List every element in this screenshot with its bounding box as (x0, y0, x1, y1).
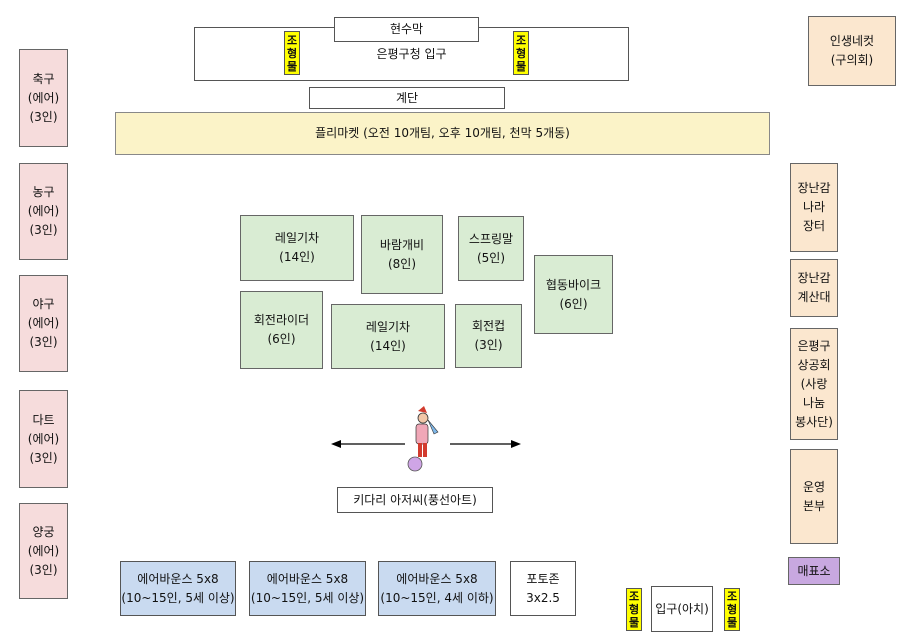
statue-right-label: 조 형 물 (515, 33, 527, 73)
arrow-right-icon (450, 440, 521, 448)
stairs: 계단 (309, 87, 505, 109)
photo-zone: 포토존 3x2.5 (510, 561, 576, 616)
flea-market-label: 플리마켓 (오전 10개팀, 오후 10개팀, 천막 5개동) (315, 126, 570, 140)
booth-darts-label: 다트 (에어) (3인) (27, 412, 60, 465)
entrance-label: 은평구청 입구 (376, 46, 447, 61)
ride-teacup: 회전컵 (3인) (455, 304, 522, 368)
booth-toy-market-label: 장난감 나라 장터 (797, 181, 831, 233)
gate-statue-right-label: 조 형 물 (726, 590, 738, 629)
photo-zone-label: 포토존 3x2.5 (526, 571, 560, 605)
booth-soccer-label: 축구 (에어) (3인) (27, 71, 60, 124)
ride-pinwheel-label: 바람개비 (8인) (379, 237, 425, 271)
ride-spring-horse: 스프링말 (5인) (458, 216, 524, 281)
ride-coop-bike: 협동바이크 (6인) (534, 255, 613, 334)
air-bounce-2-label: 에어바운스 5x8 (10~15인, 5세 이상) (250, 571, 365, 605)
stairs-label: 계단 (395, 90, 419, 105)
clown-icon (407, 406, 439, 472)
air-bounce-1: 에어바운스 5x8 (10~15인, 5세 이상) (120, 561, 236, 616)
entrance-arch: 입구(아치) (651, 586, 713, 632)
booth-darts: 다트 (에어) (3인) (19, 390, 68, 488)
air-bounce-2: 에어바운스 5x8 (10~15인, 5세 이상) (249, 561, 366, 616)
ride-teacup-label: 회전컵 (3인) (471, 319, 506, 352)
booth-operations-label: 운영 본부 (802, 479, 826, 513)
gate-statue-left-label: 조 형 물 (628, 590, 640, 629)
statue-right: 조 형 물 (513, 31, 529, 75)
ride-rail-train-2: 레일기차 (14인) (331, 304, 445, 369)
booth-baseball-label: 야구 (에어) (3인) (27, 297, 60, 349)
booth-toy-market: 장난감 나라 장터 (790, 163, 838, 252)
booth-soccer: 축구 (에어) (3인) (19, 49, 68, 147)
ride-rail-train-1-label: 레일기차 (14인) (274, 231, 320, 264)
gate-statue-right: 조 형 물 (724, 588, 740, 631)
booth-toy-checkout-label: 장난감 계산대 (797, 271, 831, 304)
arrow-left-icon (331, 440, 405, 448)
booth-basketball: 농구 (에어) (3인) (19, 163, 68, 260)
air-bounce-1-label: 에어바운스 5x8 (10~15인, 5세 이상) (121, 571, 235, 605)
statue-left: 조 형 물 (284, 31, 300, 75)
ride-coop-bike-label: 협동바이크 (6인) (545, 277, 602, 311)
ride-rail-train-2-label: 레일기차 (14인) (365, 319, 411, 353)
air-bounce-3: 에어바운스 5x8 (10~15인, 4세 이하) (378, 561, 496, 616)
booth-toy-checkout: 장난감 계산대 (790, 259, 838, 317)
statue-left-label: 조 형 물 (286, 33, 298, 73)
booth-photo-4cut: 인생네컷 (구의회) (808, 16, 896, 86)
booth-baseball: 야구 (에어) (3인) (19, 275, 68, 372)
booth-photo-4cut-label: 인생네컷 (구의회) (829, 34, 875, 67)
air-bounce-3-label: 에어바운스 5x8 (10~15인, 4세 이하) (380, 571, 494, 605)
ride-rotating-rider-label: 회전라이더 (6인) (253, 313, 310, 346)
entrance-arch-label: 입구(아치) (655, 601, 709, 616)
booth-archery: 양궁 (에어) (3인) (19, 503, 68, 599)
booth-archery-label: 양궁 (에어) (3인) (27, 524, 60, 577)
banner: 현수막 (334, 17, 479, 42)
ride-spring-horse-label: 스프링말 (5인) (468, 231, 514, 265)
ride-rail-train-1: 레일기차 (14인) (240, 215, 354, 281)
booth-operations-hq: 운영 본부 (790, 449, 838, 544)
booth-basketball-label: 농구 (에어) (3인) (27, 185, 60, 237)
booth-chamber-of-commerce: 은평구 상공회 (사랑 나눔 봉사단) (790, 328, 838, 440)
stilt-man-label: 키다리 아저씨(풍선아트) (353, 492, 477, 507)
booth-chamber-label: 은평구 상공회 (사랑 나눔 봉사단) (795, 338, 833, 429)
stilt-man-booth: 키다리 아저씨(풍선아트) (337, 487, 493, 513)
gate-statue-left: 조 형 물 (626, 588, 642, 631)
banner-label: 현수막 (389, 22, 424, 36)
flea-market: 플리마켓 (오전 10개팀, 오후 10개팀, 천막 5개동) (115, 112, 770, 155)
booth-ticket-label: 매표소 (797, 563, 831, 578)
ride-pinwheel: 바람개비 (8인) (361, 215, 443, 294)
ride-rotating-rider: 회전라이더 (6인) (240, 291, 323, 369)
booth-ticket-office: 매표소 (788, 557, 840, 585)
